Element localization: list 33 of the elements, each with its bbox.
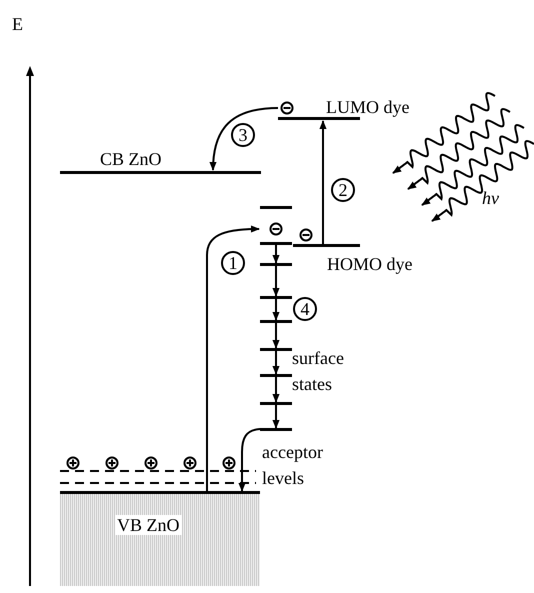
step-number: 3 (231, 123, 255, 147)
energy-level-bar (260, 428, 292, 431)
energy-level-bar (260, 402, 292, 405)
step-number: 4 (293, 297, 317, 321)
arrow (272, 323, 280, 349)
energy-level-bar (260, 296, 292, 299)
annotation-text: surface states (292, 347, 345, 396)
arrow (206, 226, 260, 491)
energy-level-bar (260, 206, 292, 209)
valence-band-block (60, 491, 260, 586)
level-label: HOMO dye (326, 254, 414, 274)
energy-level-bar (260, 320, 292, 323)
arrow (272, 266, 280, 297)
annotation-text: acceptor levels (262, 441, 324, 490)
arrow (272, 299, 280, 321)
arrow (272, 405, 280, 429)
level-label: LUMO dye (325, 97, 410, 117)
arrow (238, 428, 260, 492)
arrow (272, 377, 280, 403)
photon-energy-label: hν (482, 188, 499, 208)
arrow (272, 245, 280, 264)
arrow (272, 351, 280, 375)
level-label: CB ZnO (99, 149, 163, 169)
axis-label: E (12, 14, 23, 34)
step-number: 2 (331, 178, 355, 202)
energy-level-bar (260, 348, 292, 351)
arrow (210, 107, 278, 171)
arrow (319, 120, 327, 244)
step-number: 1 (221, 251, 245, 275)
energy-level-bar (260, 374, 292, 377)
level-label: VB ZnO (115, 515, 182, 535)
energy-level-bar (260, 221, 292, 245)
energy-level-bar (260, 263, 292, 266)
